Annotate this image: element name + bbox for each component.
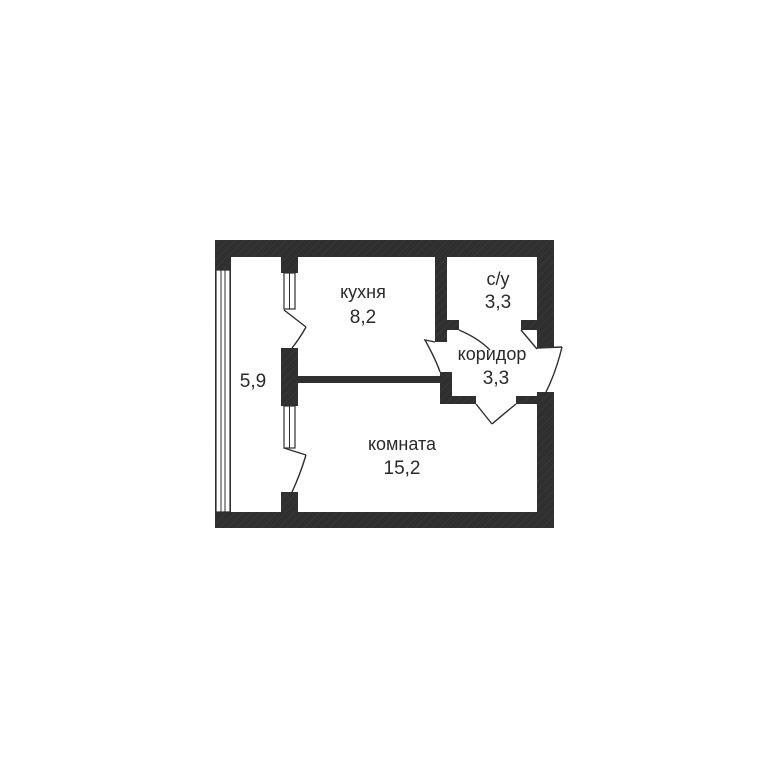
balcony-area: 5,9 (240, 371, 266, 392)
living-room-area: 15,2 (384, 458, 421, 479)
balcony-door-kitchen (283, 309, 307, 349)
room-door (475, 403, 517, 425)
kitchen-east-wall (435, 257, 447, 342)
kitchen-room-wall (298, 376, 440, 383)
right-wall-upper (537, 240, 554, 348)
bathroom-south-wall (447, 320, 459, 330)
kitchen-name: кухня (340, 282, 386, 302)
bathroom-south-wall-right (521, 320, 537, 330)
balcony-partition (281, 257, 298, 512)
living-room-name: комната (368, 434, 437, 454)
bottom-wall (215, 512, 554, 528)
balcony-door-room (283, 447, 307, 493)
kitchen-area: 8,2 (350, 307, 376, 328)
kitchen-door (423, 339, 441, 373)
corridor-south-wall (440, 396, 476, 404)
balcony-window (215, 269, 231, 513)
partition-middle (281, 348, 298, 406)
partition-bottom (281, 492, 298, 512)
bathroom-name: с/у (486, 269, 509, 289)
room-window (283, 405, 296, 449)
corridor-south-wall-right (516, 396, 537, 404)
interior-partitions (435, 257, 537, 404)
corridor-area: 3,3 (483, 368, 509, 389)
kitchen-window (283, 272, 296, 310)
bathroom-door (458, 329, 538, 351)
entrance-door (536, 346, 563, 393)
top-wall (215, 240, 554, 257)
right-wall-lower (537, 392, 554, 528)
partition-top (281, 257, 298, 273)
corridor-name: коридор (458, 344, 527, 364)
bathroom-area: 3,3 (485, 292, 511, 313)
